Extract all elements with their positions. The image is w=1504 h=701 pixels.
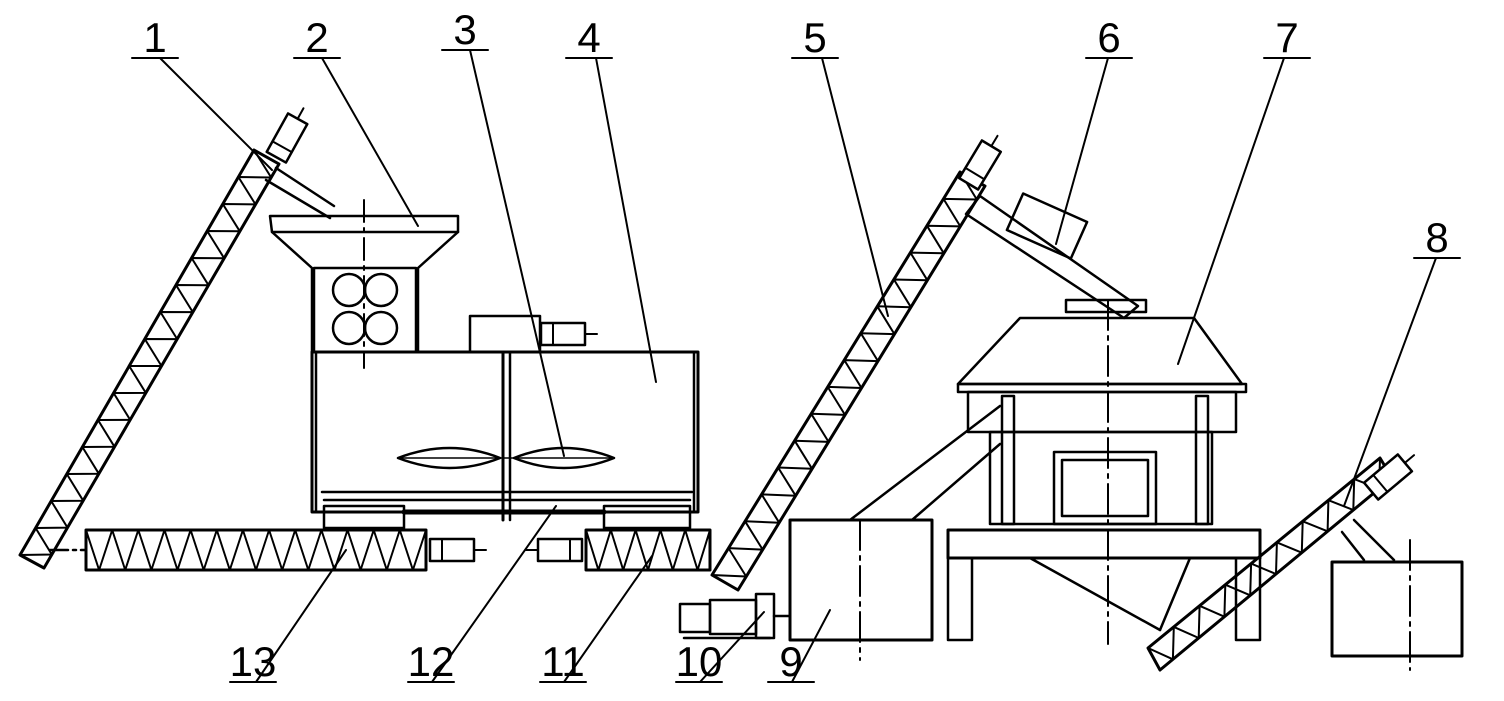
left-inclined-screw-conveyor	[18, 101, 336, 570]
right-inclined-screw-conveyor	[1146, 445, 1464, 672]
callout-11: 11	[541, 638, 585, 685]
callout-labels: 1 2 3 4 5 6 7 8 9 10 11 12 13	[143, 6, 1448, 685]
bottom-screw-conveyor-left	[48, 528, 488, 572]
callout-8: 8	[1425, 214, 1448, 261]
collection-tank	[788, 518, 934, 661]
middle-inclined-screw-conveyor	[710, 128, 1140, 592]
callout-9: 9	[779, 638, 802, 685]
callout-6: 6	[1097, 14, 1120, 61]
callout-7: 7	[1275, 14, 1298, 61]
feed-hopper	[268, 199, 460, 369]
callout-10: 10	[676, 638, 723, 685]
callout-5: 5	[803, 14, 826, 61]
vibrating-machine	[848, 298, 1262, 645]
pump-unit	[678, 592, 792, 640]
callout-2: 2	[305, 14, 328, 61]
callout-13: 13	[230, 638, 277, 685]
callout-3: 3	[453, 6, 476, 53]
callout-leaders	[131, 49, 1461, 683]
callout-1: 1	[143, 14, 166, 61]
callout-4: 4	[577, 14, 600, 61]
bottom-screw-conveyor-right	[524, 528, 712, 572]
callout-12: 12	[408, 638, 455, 685]
mixing-tank	[310, 314, 700, 530]
